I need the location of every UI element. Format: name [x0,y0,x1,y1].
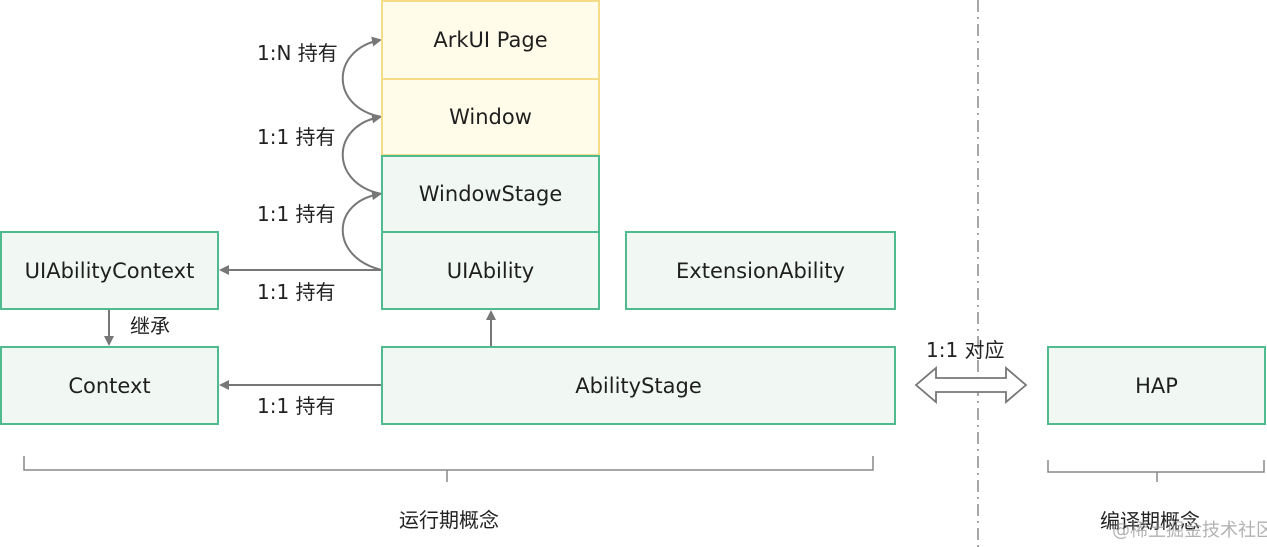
uiability-box: UIAbility [381,231,600,310]
relation-label-inherit: 继承 [130,314,170,338]
extension-ability-box: ExtensionAbility [625,231,896,310]
window-label: Window [449,105,532,129]
ability-stage-box: AbilityStage [381,346,896,425]
brace-compile [1047,460,1265,482]
arc-uiability-windowstage [341,190,383,271]
watermark: @稀土掘金技术社区 [1112,520,1267,541]
window-box: Window [381,78,600,156]
relation-label-uiability-context: 1:1 持有 [257,280,336,304]
context-box: Context [0,346,219,425]
relation-label-abilitystage-context: 1:1 持有 [257,394,336,418]
double-arrow-mapping [914,366,1028,404]
uiability-context-box: UIAbilityContext [0,231,219,310]
relation-label-arkui-window: 1:N 持有 [257,41,338,65]
relation-label-window-windowstage: 1:1 持有 [257,125,336,149]
context-label: Context [68,373,151,398]
relation-label-mapping: 1:1 对应 [926,338,1005,362]
extension-ability-label: ExtensionAbility [676,258,845,283]
uiability-label: UIAbility [446,258,535,283]
arkui-page-label: ArkUI Page [433,28,548,52]
group-label-runtime: 运行期概念 [399,508,499,532]
relation-label-windowstage-uiability: 1:1 持有 [257,202,336,226]
uiability-context-label: UIAbilityContext [24,258,195,283]
arc-window-arkui [341,36,383,118]
window-stage-box: WindowStage [381,155,600,233]
arc-windowstage-window [341,113,383,195]
window-stage-label: WindowStage [418,182,563,206]
brace-runtime [23,456,874,482]
arkui-page-box: ArkUI Page [381,0,600,80]
hap-label: HAP [1135,373,1178,398]
group-label-compile: 编译期概念 [1100,509,1200,533]
ability-stage-label: AbilityStage [575,373,702,398]
hap-box: HAP [1047,346,1266,425]
